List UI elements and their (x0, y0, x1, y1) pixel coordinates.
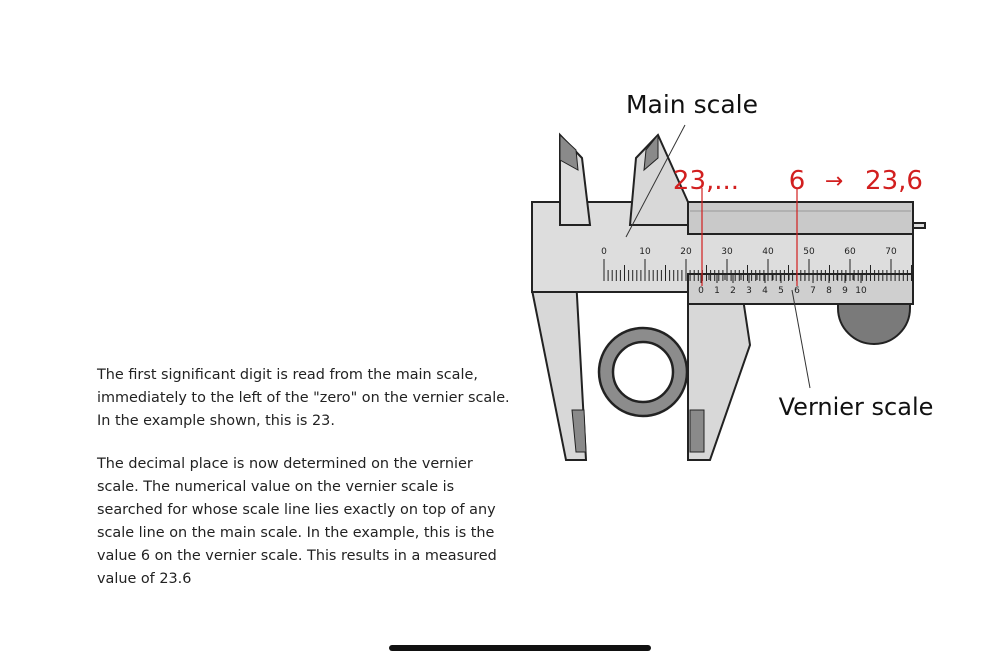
vernier-scale-ticks (700, 274, 862, 283)
main-scale-label: Main scale (626, 90, 758, 119)
vernier-scale-number: 0 (698, 286, 704, 296)
movable-upper-jaw-tip (643, 133, 659, 172)
main-scale-number: 20 (680, 247, 692, 257)
vernier-scale-number: 7 (810, 286, 816, 296)
vernier-caliper-diagram: 0 10 20 30 40 50 60 70 0 1 2 3 4 5 6 7 8… (531, 90, 934, 461)
vernier-scale-label: Vernier scale (779, 393, 934, 421)
vernier-reading: 6 (789, 166, 806, 196)
fixed-upper-jaw-tip (559, 133, 579, 171)
slider-top-strip (687, 201, 914, 235)
main-scale-number: 30 (721, 247, 733, 257)
measured-ring-hole (611, 340, 675, 404)
main-scale-callout-line (625, 124, 686, 238)
vernier-scale-number: 10 (855, 286, 867, 296)
vernier-scale-number: 6 (794, 286, 800, 296)
vernier-scale-callout-line (791, 289, 811, 389)
vernier-scale-number: 9 (842, 286, 848, 296)
vernier-scale-number: 4 (762, 286, 768, 296)
main-scale-reading: 23,... (673, 166, 739, 196)
home-indicator[interactable] (389, 645, 651, 651)
reading-arrow: → (825, 169, 843, 194)
fixed-lower-jaw-tip (571, 409, 587, 453)
depth-wheel (837, 303, 911, 345)
vernier-scale-number: 2 (730, 286, 736, 296)
main-scale-number: 40 (762, 247, 774, 257)
vernier-scale-number: 5 (778, 286, 784, 296)
vernier-scale-number: 8 (826, 286, 832, 296)
main-scale-number: 60 (844, 247, 856, 257)
instruction-paragraph-vernier-scale: The decimal place is now determined on t… (97, 456, 497, 587)
measured-result: 23,6 (865, 166, 923, 196)
movable-lower-jaw-tip (689, 409, 705, 453)
instruction-paragraph-main-scale: The first significant digit is read from… (97, 367, 510, 429)
main-scale-number: 50 (803, 247, 815, 257)
main-scale-number: 70 (885, 247, 897, 257)
main-scale-number: 0 (601, 247, 607, 257)
vernier-scale-number: 3 (746, 286, 752, 296)
vernier-scale-number: 1 (714, 286, 720, 296)
main-scale-number: 10 (639, 247, 651, 257)
